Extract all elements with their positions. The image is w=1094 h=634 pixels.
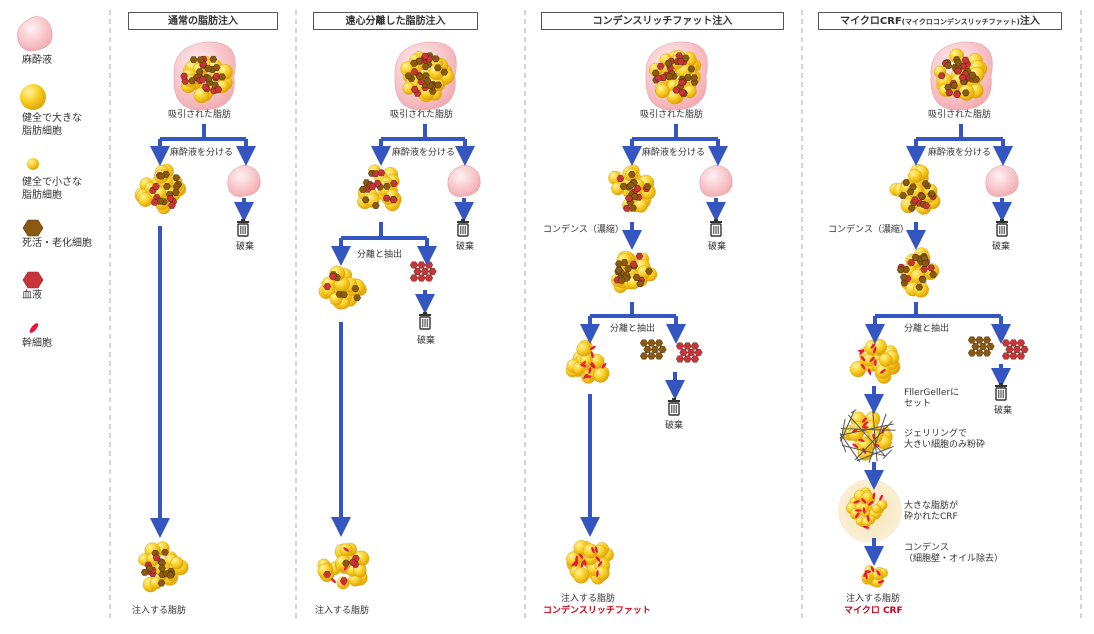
- col3-aspirated-fat: [645, 41, 708, 111]
- col2-removed-cells: [409, 261, 437, 282]
- col1-discard-label: 破棄: [236, 242, 255, 252]
- col4-step-crushed-label: 大きな脂肪が 砕かれたCRF: [904, 501, 959, 522]
- legend-small-cells-label: 健全で小さな 脂肪細胞: [22, 177, 82, 201]
- col4-header: マイクロCRF(マイクロコンデンスリッチファット)注入: [818, 12, 1062, 30]
- col4-crushed-fat: [838, 479, 902, 543]
- col4-discard2-label: 破棄: [994, 406, 1013, 416]
- trash-icons: [237, 219, 1008, 416]
- col3-separated-fat: [608, 164, 656, 213]
- col2-result-label: 注入する脂肪: [315, 606, 370, 616]
- col4-step-condense-label: コンデンス （細胞壁・オイル除去）: [904, 543, 1004, 564]
- col4-header-main: マイクロCRF: [840, 16, 902, 27]
- col4-separated-fat: [889, 163, 941, 215]
- col1-trash-icon: [237, 219, 249, 237]
- col1-result-label: 注入する脂肪: [132, 606, 187, 616]
- flow-arrows: [150, 124, 1013, 566]
- col4-result-name: マイクロ CRF: [844, 606, 903, 616]
- col4-microcrf-fat: [861, 565, 888, 588]
- col2-split-label: 分離と抽出: [357, 250, 403, 260]
- col2-aspirated-fat: [394, 41, 457, 111]
- col2-header: 遠心分離した脂肪注入: [313, 12, 478, 30]
- col2-extracted-fat: [318, 265, 367, 310]
- col3-dead-cells: [639, 339, 667, 360]
- col1-separate-label: 麻酔液を分ける: [170, 148, 234, 158]
- col4-condensed-fat: [896, 247, 940, 298]
- col4-condense-label: コンデンス（濃縮）: [828, 225, 909, 235]
- col1-aspirated-label: 吸引された脂肪: [168, 110, 232, 120]
- col3-condensed-fat: [611, 250, 658, 294]
- small-fat-cell-icon: [27, 158, 39, 170]
- blood-cell-icon: [22, 271, 44, 289]
- col3-trash2-icon: [668, 398, 680, 416]
- col4-step-set-label: FllerGellerに セット: [904, 388, 960, 409]
- col3-blood-cells: [675, 342, 703, 363]
- col2-anesthetic: [447, 164, 481, 197]
- col4-trash2-icon: [995, 383, 1007, 401]
- col3-header: コンデンスリッチファット注入: [541, 12, 784, 30]
- col4-header-sub: (マイクロコンデンスリッチファット): [901, 18, 1020, 26]
- legend-symbols: [17, 15, 53, 333]
- col4-step-gel-label: ジェリリングで 大きい細胞のみ粉砕: [904, 429, 986, 450]
- col2-trash2-icon: [419, 312, 431, 330]
- col3-discard2-label: 破棄: [665, 421, 684, 431]
- col4-aspirated-label: 吸引された脂肪: [928, 110, 992, 120]
- column-separators: [109, 10, 1082, 620]
- legend-large-cells-label: 健全で大きな 脂肪細胞: [22, 113, 82, 137]
- large-fat-cell-icon: [20, 84, 46, 110]
- col3-split-label: 分離と抽出: [610, 324, 656, 334]
- col3-condense-label: コンデンス（濃縮）: [543, 225, 624, 235]
- col2-trash-icon: [457, 219, 469, 237]
- col4-header-tail: 注入: [1019, 16, 1040, 27]
- col4-separate-label: 麻酔液を分ける: [928, 148, 992, 158]
- col4-extracted-fat: [849, 338, 901, 384]
- col4-anesthetic: [985, 164, 1019, 197]
- col3-injected-fat: [566, 540, 614, 585]
- col3-separate-label: 麻酔液を分ける: [642, 148, 706, 158]
- stem-cell-icon: [29, 323, 39, 333]
- legend-dead-cells-label: 死活・老化細胞: [22, 238, 92, 249]
- col3-result-label: 注入する脂肪: [561, 594, 616, 604]
- col2-discard-label: 破棄: [456, 242, 475, 252]
- col3-anesthetic: [699, 164, 733, 197]
- col4-split-label: 分離と抽出: [904, 324, 950, 334]
- col4-trash-icon: [996, 219, 1008, 237]
- anesthetic-blob-icon: [17, 15, 53, 52]
- col1-anesthetic: [227, 164, 261, 197]
- col4-blood-cells: [1001, 339, 1029, 360]
- col4-result-label: 注入する脂肪: [846, 594, 901, 604]
- col1-header: 通常の脂肪注入: [128, 12, 278, 30]
- cell-clusters: [134, 41, 1029, 593]
- col4-discard-label: 破棄: [992, 242, 1011, 252]
- col3-aspirated-label: 吸引された脂肪: [640, 110, 704, 120]
- legend-anesthetic-label: 麻酔液: [22, 55, 52, 66]
- col2-separated-fat: [357, 164, 402, 212]
- col3-extracted-fat: [565, 339, 610, 384]
- col2-discard2-label: 破棄: [417, 336, 436, 346]
- dead-cell-icon: [22, 219, 44, 237]
- col2-separate-label: 麻酔液を分ける: [392, 148, 456, 158]
- col3-discard-label: 破棄: [708, 242, 727, 252]
- legend-blood-label: 血液: [22, 290, 42, 301]
- col4-aspirated-fat: [930, 41, 993, 111]
- col3-result-name: コンデンスリッチファット: [543, 606, 651, 616]
- col1-injected-fat: [138, 541, 189, 593]
- col2-aspirated-label: 吸引された脂肪: [390, 110, 454, 120]
- col4-gelled-fat: [839, 407, 896, 464]
- col4-dead-cells: [967, 336, 995, 357]
- col2-injected-fat: [317, 542, 370, 590]
- col1-aspirated-fat: [173, 41, 236, 111]
- col1-separated-fat: [134, 163, 187, 215]
- legend-stem-cells-label: 幹細胞: [22, 338, 52, 349]
- col3-trash-icon: [710, 219, 722, 237]
